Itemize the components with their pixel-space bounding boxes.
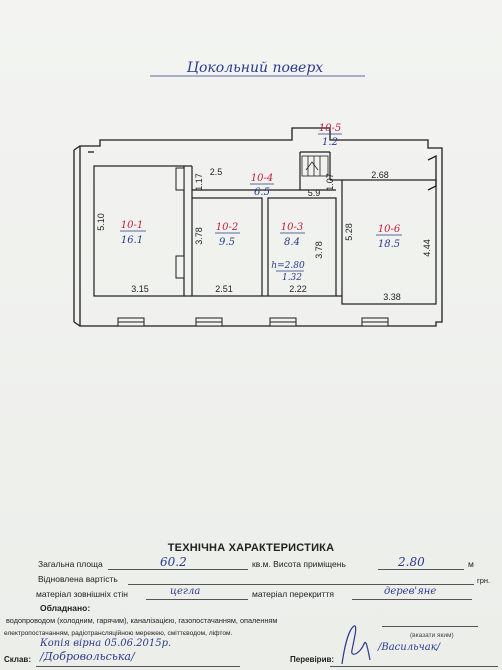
svg-text:6.5: 6.5: [254, 187, 270, 198]
signature: [341, 625, 371, 665]
room-10-5-label: 10-5 1.2: [318, 123, 342, 148]
copy-certified-stamp: Копія вірна 05.06.2015р.: [40, 638, 172, 649]
interior-walls: [93, 151, 437, 305]
room-10-2-label: 10-2 9.5: [215, 222, 240, 248]
composed-label: Склав:: [4, 655, 31, 664]
height-label: кв.м. Висота приміщень: [252, 559, 346, 569]
restored-value-label: Відновлена вартість: [38, 574, 118, 584]
svg-text:1.07: 1.07: [325, 173, 335, 191]
svg-text:2.51: 2.51: [215, 284, 233, 294]
room-10-1-label: 10-1 16.1: [120, 220, 146, 246]
svg-text:10-2: 10-2: [216, 222, 238, 233]
svg-text:10-4: 10-4: [251, 173, 273, 184]
svg-text:1.2: 1.2: [322, 137, 338, 148]
utilities-line-1: водопроводом (холодним, гарячим), каналі…: [6, 616, 278, 625]
outer-walls: [73, 127, 443, 327]
svg-text:2.68: 2.68: [371, 170, 389, 180]
svg-text:1.17: 1.17: [194, 173, 204, 191]
svg-text:9.5: 9.5: [219, 237, 235, 248]
tech-title: ТЕХНІЧНА ХАРАКТЕРИСТИКА: [167, 542, 335, 554]
room-10-6-label: 10-6 18.5: [376, 224, 402, 250]
svg-text:5.9: 5.9: [308, 188, 321, 198]
floor-title: Цокольний поверх: [187, 60, 324, 76]
dimensions: 5.10 3.15 3.78 2.51 2.5 1.17 5.9 1.07 3.…: [96, 167, 432, 302]
svg-text:3.15: 3.15: [131, 284, 149, 294]
svg-text:1.32: 1.32: [282, 273, 302, 283]
svg-text:10-6: 10-6: [378, 224, 401, 235]
floor-plan: Цокольний поверх: [73, 60, 443, 327]
svg-text:2.22: 2.22: [289, 284, 307, 294]
total-area-label: Загальна площа: [38, 559, 103, 569]
equipped-label: Обладнано:: [40, 603, 91, 613]
unit-m: м: [468, 559, 474, 569]
stairs: [301, 155, 329, 177]
room-10-3-label: 10-3 8.4 h=2.80 1.32: [271, 222, 305, 283]
svg-text:3.38: 3.38: [383, 292, 401, 302]
svg-text:4.44: 4.44: [422, 239, 432, 257]
total-area-value: 60.2: [160, 555, 187, 569]
indicate-note: (вказати яким): [410, 632, 454, 639]
svg-text:5.28: 5.28: [344, 223, 354, 241]
svg-text:10-3: 10-3: [281, 222, 303, 233]
svg-text:8.4: 8.4: [284, 237, 300, 248]
svg-text:10-5: 10-5: [319, 123, 341, 134]
svg-text:18.5: 18.5: [378, 239, 400, 250]
ceiling-label: матеріал перекриття: [252, 589, 334, 599]
unit-grn: грн.: [477, 576, 491, 585]
checked-name: /Васильчак/: [378, 642, 441, 653]
svg-text:2.5: 2.5: [210, 167, 223, 177]
walls-value: цегла: [170, 586, 201, 597]
checked-label: Перевірив:: [290, 655, 335, 664]
utilities-line-2: електропостачанням, радіотрансляційною м…: [4, 630, 233, 637]
svg-text:16.1: 16.1: [121, 235, 143, 246]
ceiling-value: дерев'яне: [384, 586, 437, 597]
room-10-4-label: 10-4 6.5: [250, 173, 274, 198]
svg-text:3.78: 3.78: [194, 227, 204, 245]
svg-text:h=2.80: h=2.80: [271, 261, 305, 271]
walls-label: матеріал зовнішніх стін: [36, 589, 128, 599]
svg-text:3.78: 3.78: [314, 241, 324, 259]
svg-text:5.10: 5.10: [96, 213, 106, 231]
svg-text:10-1: 10-1: [121, 220, 143, 231]
windows: [117, 167, 389, 327]
height-value: 2.80: [398, 555, 425, 569]
composed-name: /Добровольська/: [40, 650, 135, 663]
